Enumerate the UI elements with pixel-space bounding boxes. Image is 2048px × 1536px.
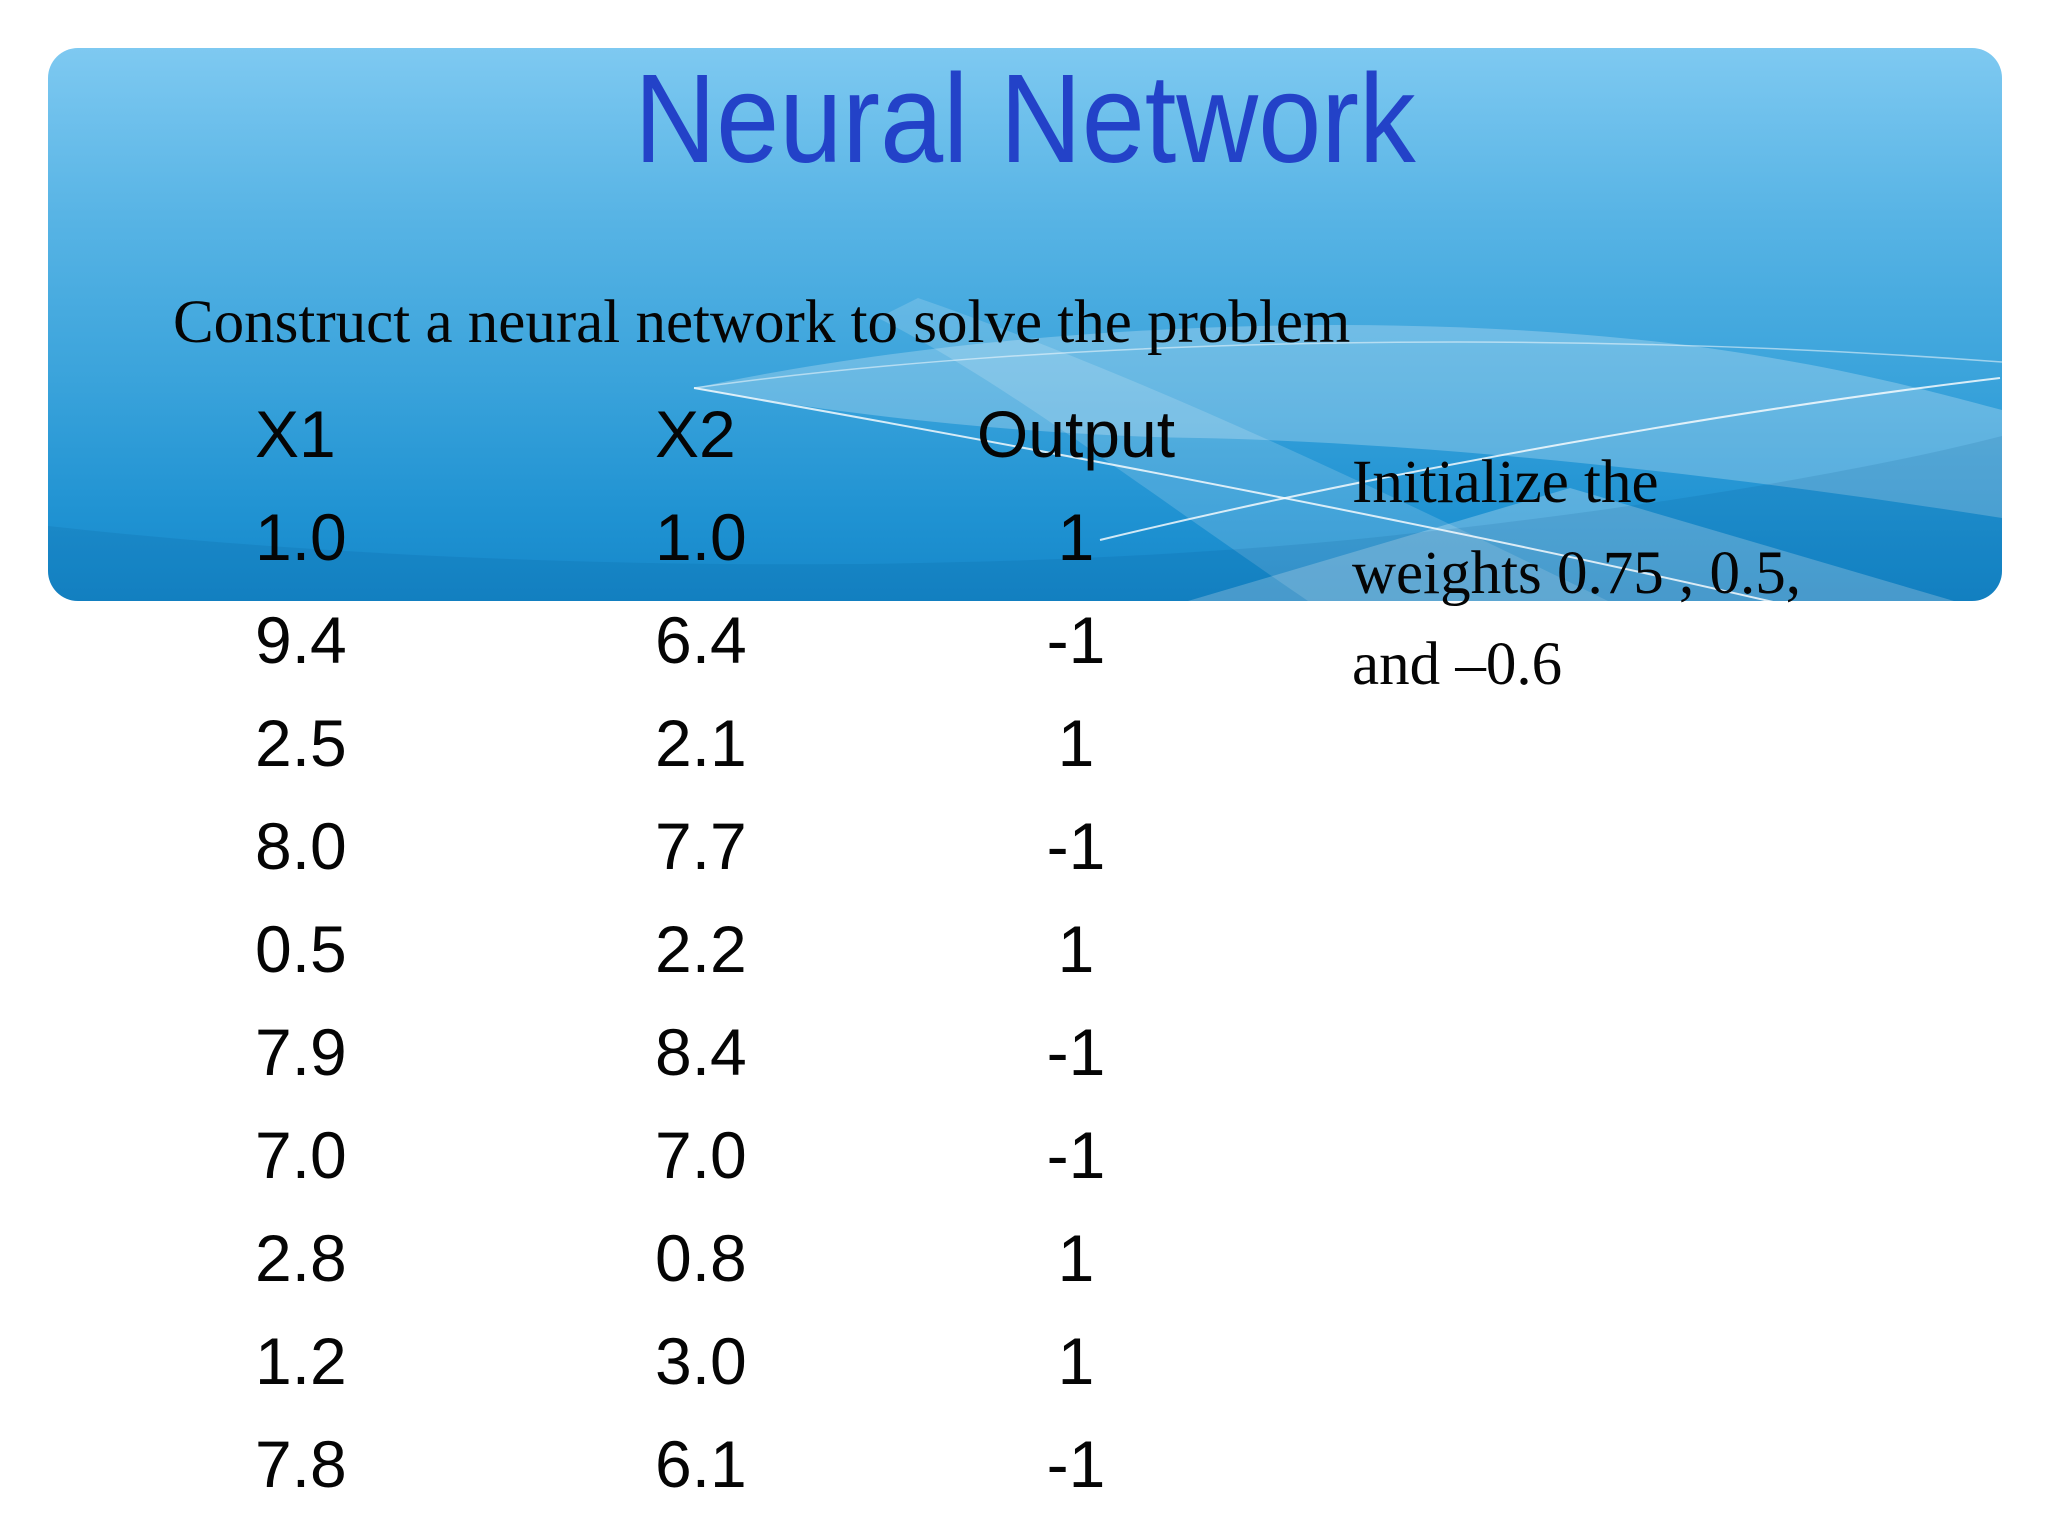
- table-cell-x1: 7.0: [255, 1118, 347, 1192]
- table-cell-output: -1: [1046, 1118, 1106, 1192]
- swoosh-hairline-top-edge: [693, 341, 2002, 389]
- table-cell-x1: 1.2: [255, 1324, 347, 1398]
- table-cell-x1: 2.8: [255, 1221, 347, 1295]
- table-cell-x2: 3.0: [655, 1324, 747, 1398]
- table-cell-output: 1: [1057, 912, 1095, 986]
- swoosh-hairline-descending: [693, 387, 1774, 601]
- table-cell-x2: 1.0: [655, 500, 747, 574]
- header-panel: Neural Network Construct a neural networ…: [48, 48, 2002, 601]
- swoosh-hairline-ascending: [1099, 377, 2001, 541]
- table-row: 1.2 3.0 1: [255, 1310, 1235, 1413]
- table-cell-x2: 0.8: [655, 1221, 747, 1295]
- table-cell-x1: 0.5: [255, 912, 347, 986]
- table-cell-x2: 2.1: [655, 706, 747, 780]
- swoosh-band-descending: [878, 298, 1608, 601]
- swoosh-wedge: [1188, 488, 1954, 601]
- slide-title: Neural Network: [634, 48, 1416, 189]
- table-cell-x2: 7.7: [655, 809, 747, 883]
- column-header-output: Output: [976, 397, 1176, 471]
- table-row: 7.0 7.0 -1: [255, 1104, 1235, 1207]
- table-cell-x2: 6.1: [655, 1427, 747, 1501]
- table-cell-output: 1: [1057, 500, 1095, 574]
- slide-subtitle: Construct a neural network to solve the …: [173, 289, 1351, 356]
- column-header-x2: X2: [655, 397, 736, 471]
- weights-note: Initialize the weights 0.75 , 0.5, and –…: [1352, 437, 1992, 710]
- weights-note-line: and –0.6: [1352, 631, 1563, 698]
- table-cell-x1: 1.0: [255, 500, 347, 574]
- swoosh-bottom-sweep: [48, 436, 2002, 601]
- data-table: X1 X2 Output 1.0 1.0 1 9.4 6.4 -1 2.5 2.…: [255, 383, 1235, 1516]
- table-cell-x1: 7.8: [255, 1427, 347, 1501]
- table-cell-output: -1: [1046, 1427, 1106, 1501]
- table-row: 2.5 2.1 1: [255, 692, 1235, 795]
- weights-note-line: Initialize the: [1352, 449, 1659, 516]
- table-cell-output: -1: [1046, 603, 1106, 677]
- table-cell-x2: 8.4: [655, 1015, 747, 1089]
- swoosh-band-rising: [694, 325, 2002, 518]
- table-row: 8.0 7.7 -1: [255, 795, 1235, 898]
- table-cell-x1: 7.9: [255, 1015, 347, 1089]
- table-cell-x1: 8.0: [255, 809, 347, 883]
- table-row: 2.8 0.8 1: [255, 1207, 1235, 1310]
- table-row: 9.4 6.4 -1: [255, 589, 1235, 692]
- table-cell-x2: 6.4: [655, 603, 747, 677]
- table-cell-x2: 7.0: [655, 1118, 747, 1192]
- table-cell-output: 1: [1057, 1324, 1095, 1398]
- table-cell-x1: 2.5: [255, 706, 347, 780]
- weights-note-line: weights 0.75 , 0.5,: [1352, 540, 1802, 607]
- table-cell-output: -1: [1046, 809, 1106, 883]
- table-cell-output: 1: [1057, 706, 1095, 780]
- table-header-row: X1 X2 Output: [255, 383, 1235, 486]
- table-row: 1.0 1.0 1: [255, 486, 1235, 589]
- table-cell-output: -1: [1046, 1015, 1106, 1089]
- table-cell-x1: 9.4: [255, 603, 347, 677]
- table-cell-output: 1: [1057, 1221, 1095, 1295]
- column-header-x1: X1: [255, 397, 336, 471]
- table-row: 0.5 2.2 1: [255, 898, 1235, 1001]
- table-row: 7.8 6.1 -1: [255, 1413, 1235, 1516]
- table-row: 7.9 8.4 -1: [255, 1001, 1235, 1104]
- swoosh-decoration: [48, 298, 2002, 601]
- table-cell-x2: 2.2: [655, 912, 747, 986]
